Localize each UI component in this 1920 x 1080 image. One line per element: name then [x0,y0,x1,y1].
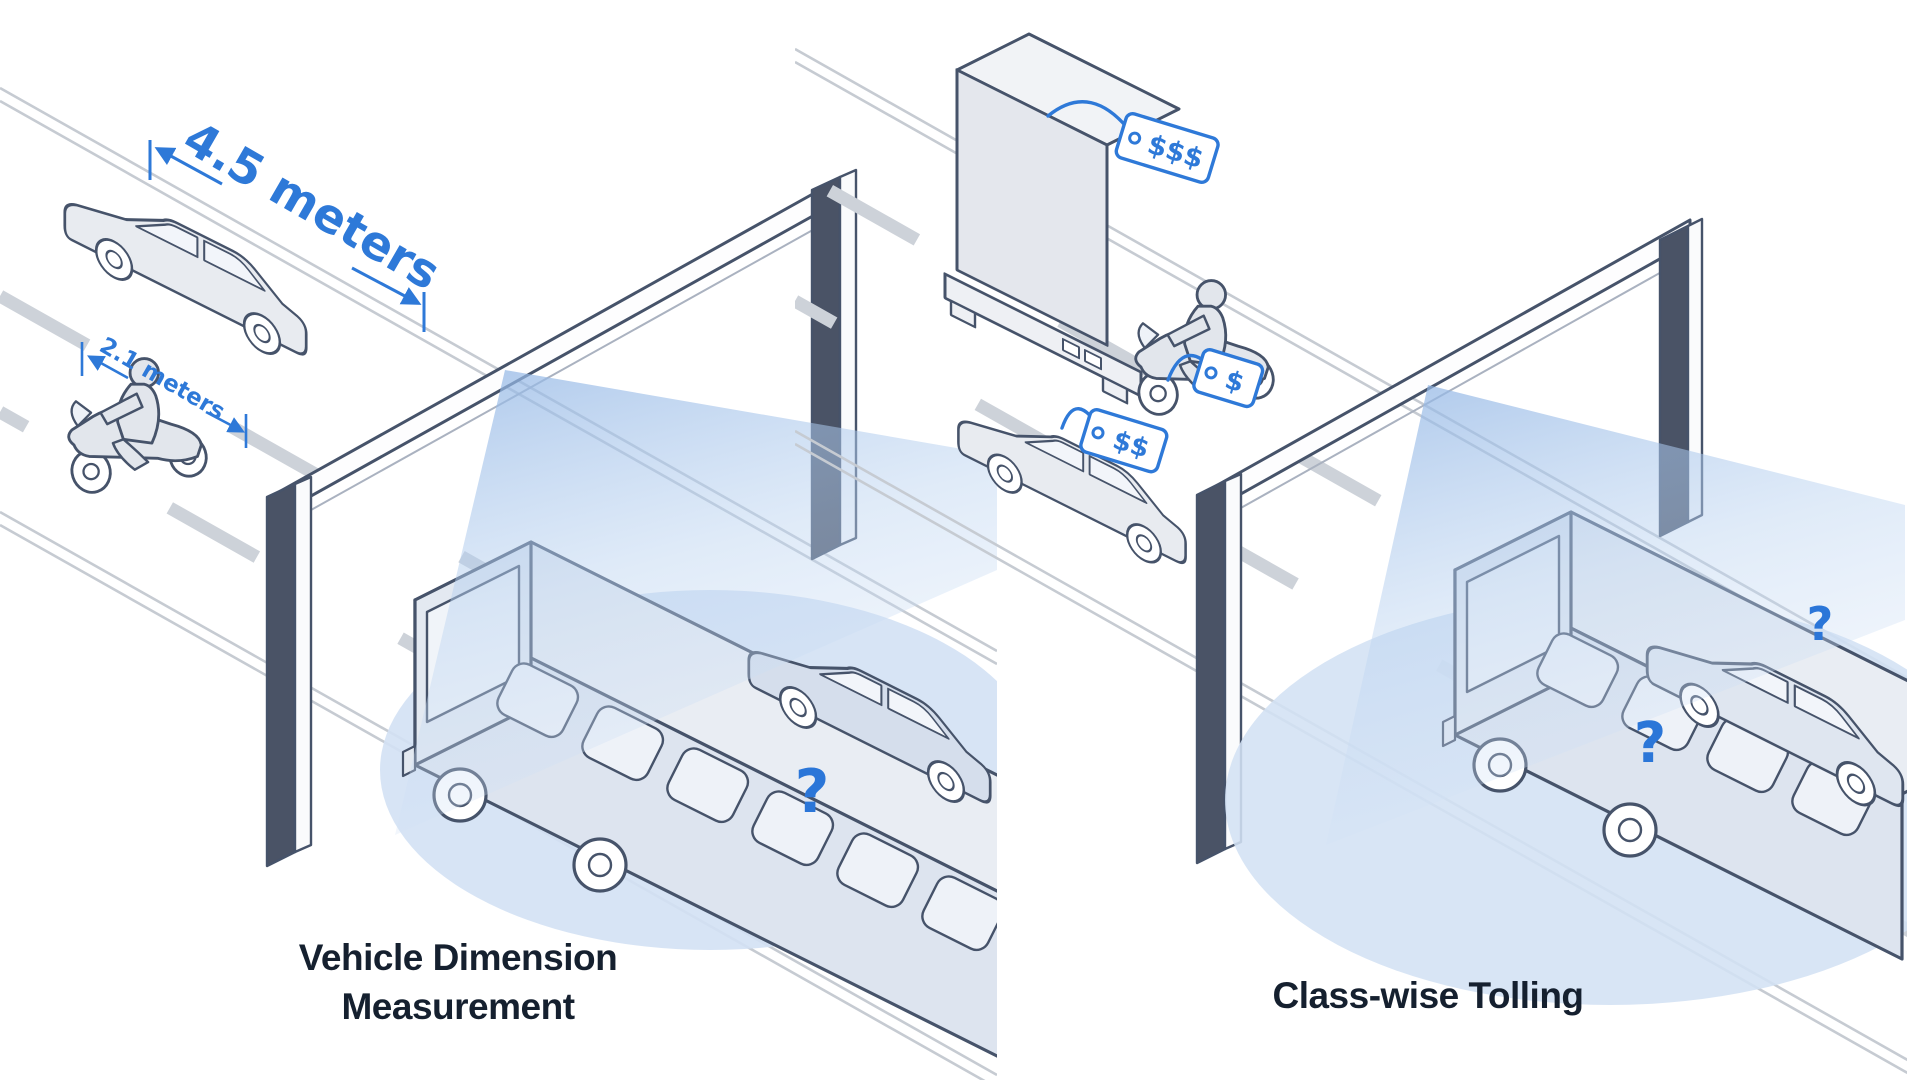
truck-foot [1101,375,1129,405]
left-caption-line1: Vehicle Dimension [298,937,618,978]
motorcycle-dimension-annotation [80,342,248,448]
car-price-tag: $$ [1060,407,1169,474]
bus-window [751,790,835,867]
scanner-beam [395,370,997,835]
truck-bed-detail [1062,337,1080,360]
wheel [1617,817,1643,843]
price-tag [1079,408,1169,474]
right-caption: Class-wise Tolling [1272,975,1584,1016]
truck-price-tag: $$$ [1046,100,1220,185]
bus-window [666,747,750,824]
dimension-arrow [154,147,223,186]
truck-bed-detail [1084,348,1102,371]
gantry-left-post [265,482,297,868]
dimension-arrow [351,266,422,305]
motorcycle-price-tag: $ [1166,348,1265,409]
left-caption-line2: Measurement [341,985,575,1027]
bus-question-mark: ? [795,757,830,827]
bus-question-mark: ? [1634,711,1666,776]
dimension-arrow [205,410,245,433]
price-tag-hole [1128,131,1142,145]
measurement-scene: ? 4.5 meters 2.1 meters [0,86,997,1080]
truck-foot [949,299,977,329]
car-question-mark: ? [1807,597,1834,651]
truck-icon [943,32,1181,405]
left-caption: Vehicle Dimension Measurement [238,934,678,1032]
car-dimension-annotation [148,140,426,332]
wheel [587,852,613,878]
gantry-left-post [1195,479,1227,865]
price-tag-hole [1204,366,1218,380]
gantry-crossbar-underside [267,211,846,535]
scanner-beam [1326,385,1905,845]
price-tag-hole [1091,426,1105,440]
wheel [572,837,628,893]
price-tag [1114,112,1220,185]
price-tag [1192,348,1265,409]
dimension-arrow [87,355,129,380]
tolling-scene: ? ? $$$ [795,32,1907,1075]
bus-window [921,875,997,952]
truck-container [955,68,1109,347]
bus-window [836,832,920,909]
lane-divider-dashes [795,165,1907,808]
wheel [1602,802,1658,858]
gantry-left-post-side [293,475,313,854]
